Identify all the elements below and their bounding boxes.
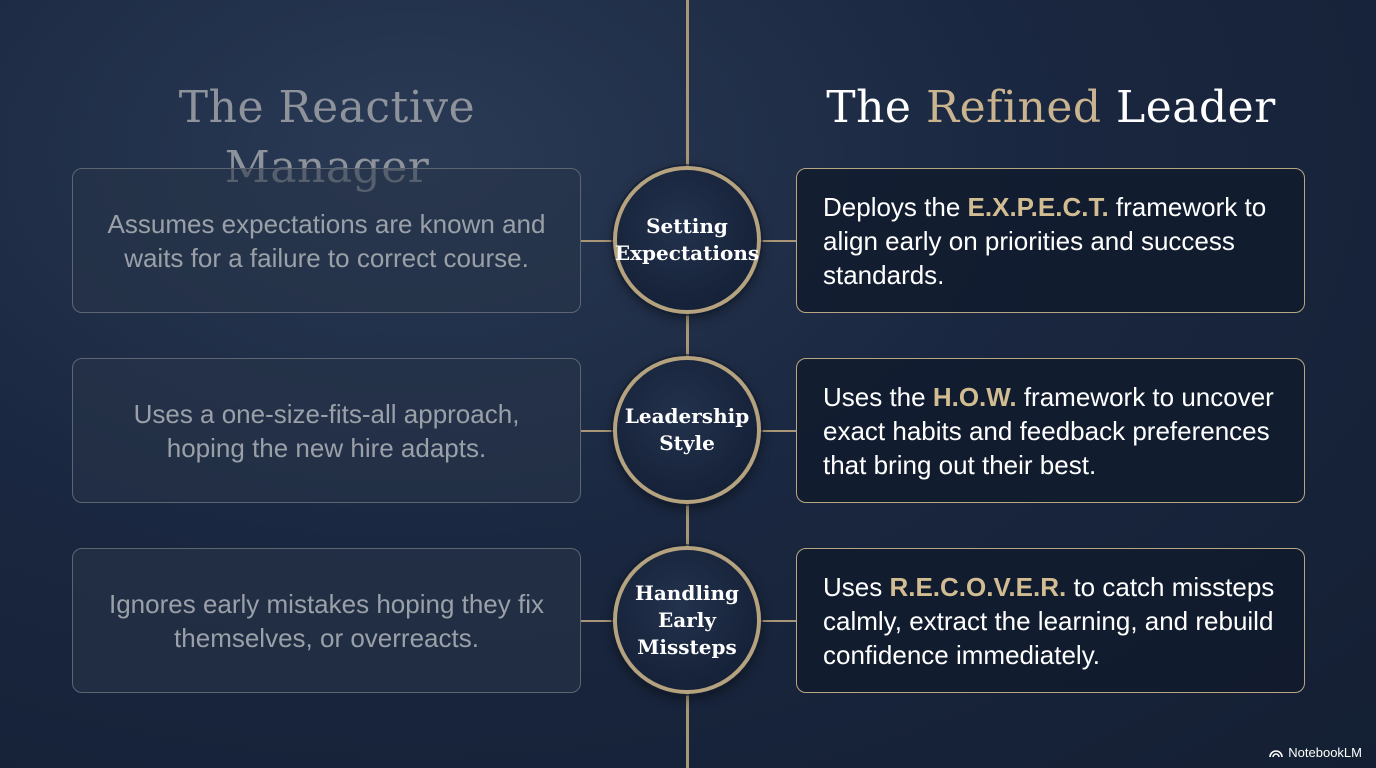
notebooklm-brand: NotebookLM [1269, 745, 1362, 760]
heading-right-suffix: Leader [1101, 82, 1276, 133]
heading-reactive-manager: The Reactive Manager [178, 82, 476, 193]
leader-acronym: E.X.P.E.C.T. [967, 191, 1109, 222]
manager-text: Ignores early mistakes hoping they fix t… [109, 588, 544, 653]
manager-card: Ignores early mistakes hoping they fix t… [72, 548, 581, 693]
leader-text-post: to catch missteps calmly, extract the le… [823, 571, 1275, 670]
topic-node: Handling Early Missteps [613, 546, 761, 694]
topic-label: Leadership Style [624, 404, 750, 455]
leader-acronym: R.E.C.O.V.E.R. [889, 571, 1067, 602]
leader-text: Deploys the E.X.P.E.C.T. framework to al… [823, 190, 1280, 292]
leader-text-post: framework to align early on priorities a… [823, 191, 1267, 290]
leader-card: Uses the H.O.W. framework to uncover exa… [796, 358, 1305, 503]
leader-acronym: H.O.W. [932, 381, 1017, 412]
topic-node: Setting Expectations [613, 166, 761, 314]
heading-refined-leader: The Refined Leader [796, 78, 1306, 138]
topic-node: Leadership Style [613, 356, 761, 504]
leader-text-pre: Uses the [823, 381, 933, 412]
manager-text: Assumes expectations are known and waits… [107, 208, 546, 273]
manager-card: Assumes expectations are known and waits… [72, 168, 581, 313]
leader-text-post: framework to uncover exact habits and fe… [823, 381, 1274, 480]
leader-card: Deploys the E.X.P.E.C.T. framework to al… [796, 168, 1305, 313]
leader-text: Uses R.E.C.O.V.E.R. to catch missteps ca… [823, 570, 1280, 672]
leader-text-pre: Uses [823, 571, 890, 602]
manager-card: Uses a one-size-fits-all approach, hopin… [72, 358, 581, 503]
brand-label: NotebookLM [1288, 745, 1362, 760]
heading-right-accent: Refined [925, 82, 1102, 133]
leader-text: Uses the H.O.W. framework to uncover exa… [823, 380, 1280, 482]
manager-text: Uses a one-size-fits-all approach, hopin… [133, 398, 520, 463]
leader-card: Uses R.E.C.O.V.E.R. to catch missteps ca… [796, 548, 1305, 693]
topic-label: Handling Early Missteps [634, 580, 740, 659]
heading-right-prefix: The [826, 82, 926, 133]
leader-text-pre: Deploys the [823, 191, 968, 222]
notebooklm-logo-icon [1269, 749, 1284, 757]
topic-label: Setting Expectations [614, 214, 760, 265]
